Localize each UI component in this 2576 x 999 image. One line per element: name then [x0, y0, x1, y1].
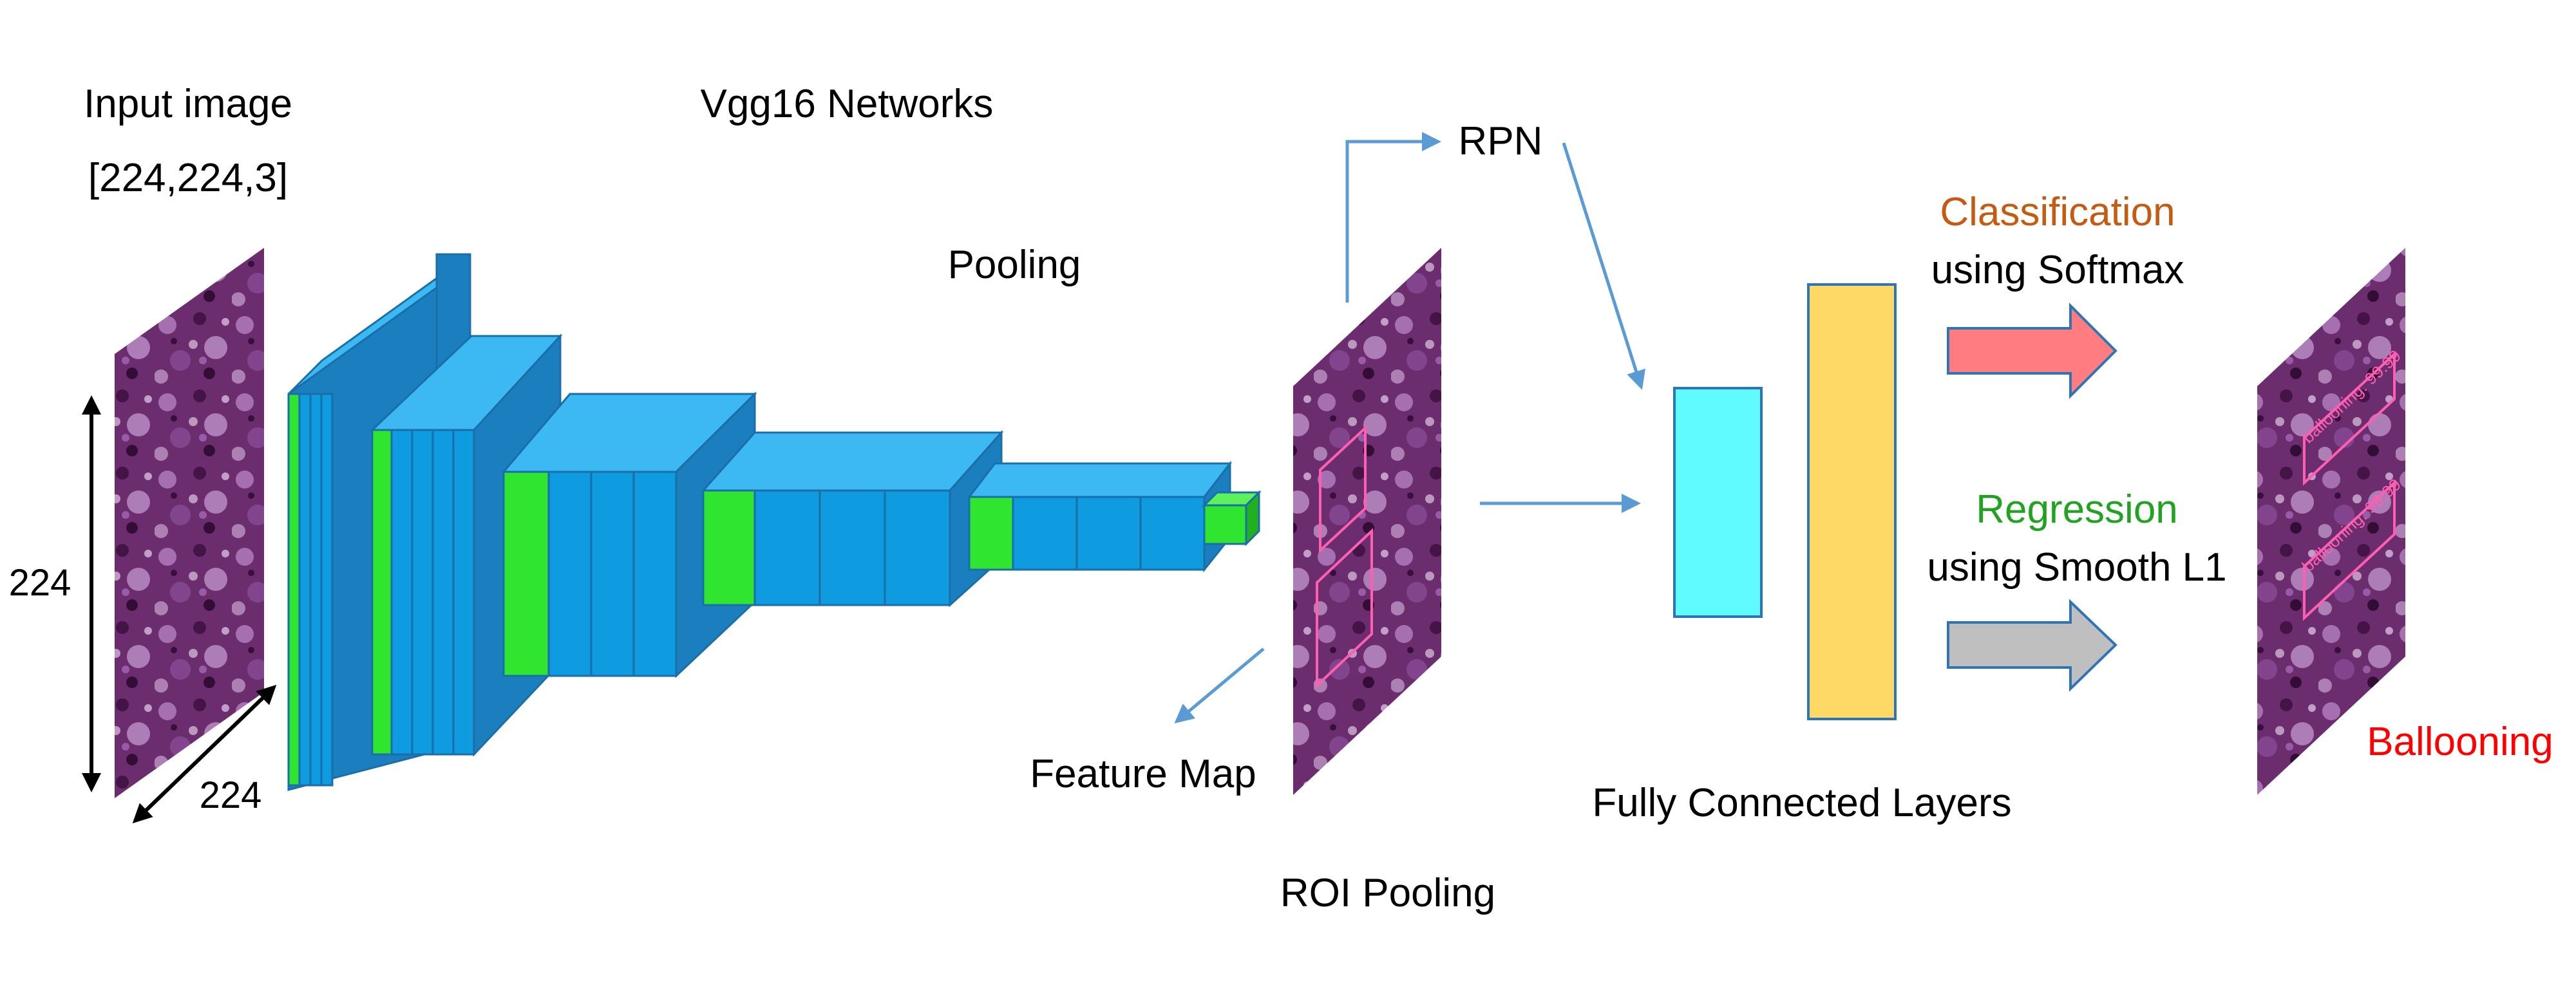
regression-arrow — [1947, 599, 2117, 692]
conv-block-4 — [701, 430, 1004, 608]
feature-map-arrow — [1174, 648, 1265, 724]
classification-label: Classification — [1940, 190, 2175, 234]
input-shape-label: [224,224,3] — [88, 156, 288, 200]
pooling-label: Pooling — [948, 243, 1081, 287]
vgg16-network — [287, 253, 1262, 791]
output-image — [2257, 248, 2405, 795]
conv-block-5 — [967, 460, 1233, 573]
classification-arrow — [1947, 303, 2117, 399]
feature-map-label: Feature Map — [1030, 752, 1256, 796]
feature-to-rpn-arrow — [1345, 132, 1441, 303]
smooth-l1-label: using Smooth L1 — [1927, 545, 2226, 590]
width-dimension-label: 224 — [200, 774, 262, 816]
input-image — [115, 248, 264, 798]
ballooning-label: Ballooning — [2367, 720, 2553, 764]
roi-pooling-label: ROI Pooling — [1280, 871, 1495, 915]
vgg16-label: Vgg16 Networks — [701, 82, 994, 126]
fully-connected-label: Fully Connected Layers — [1592, 781, 2011, 825]
fc-layer-1 — [1673, 387, 1763, 618]
fc-layer-2 — [1807, 283, 1897, 720]
height-dimension-label: 224 — [9, 562, 71, 604]
rpn-label: RPN — [1459, 119, 1543, 163]
feature-map-roi-boxes — [1316, 425, 1373, 689]
feature-map — [1293, 248, 1441, 795]
rpn-to-fc-arrow — [1562, 142, 1646, 390]
softmax-label: using Softmax — [1931, 248, 2184, 292]
width-dimension-arrow — [132, 684, 277, 824]
regression-label: Regression — [1976, 487, 2178, 532]
final-pooling-cube — [1202, 490, 1262, 546]
input-image-label: Input image — [84, 82, 292, 126]
